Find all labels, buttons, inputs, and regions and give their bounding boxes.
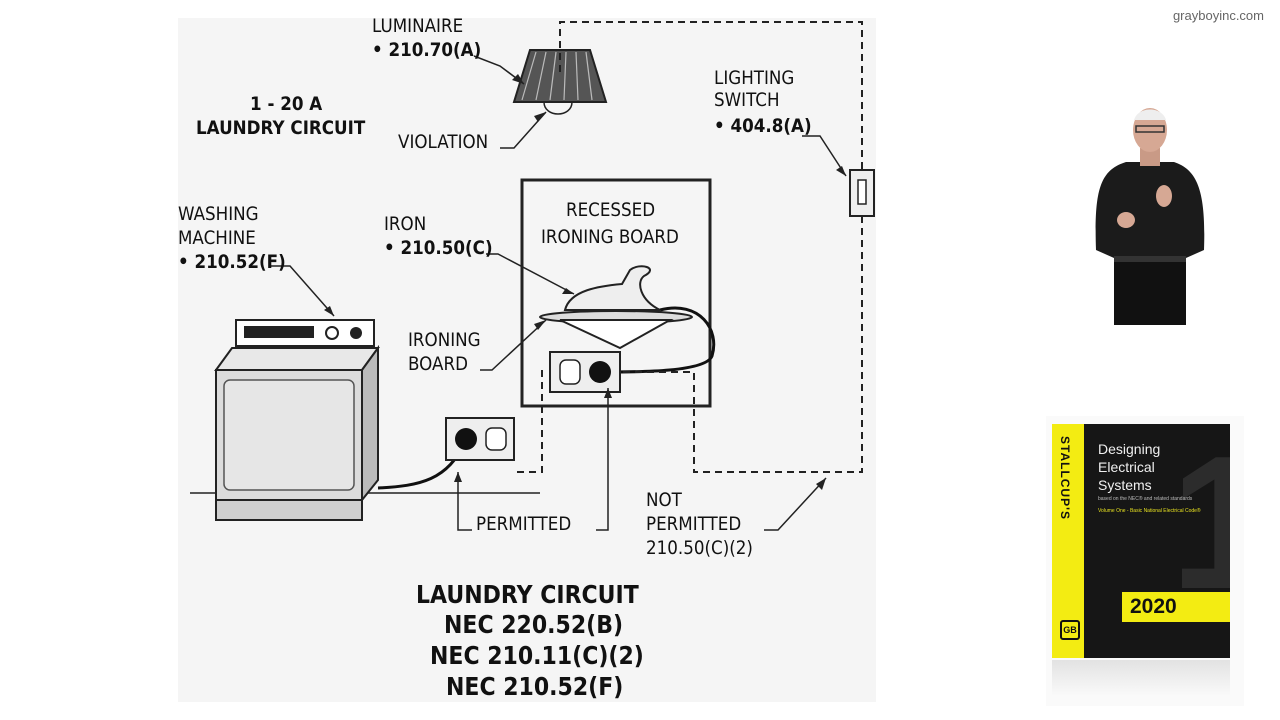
ironing-board-label: IRONING	[408, 329, 481, 351]
circuit-title: LAUNDRY CIRCUIT	[196, 117, 366, 139]
washing-machine-icon	[214, 319, 380, 521]
book-title-line-2: Electrical	[1098, 459, 1155, 475]
not-permitted-label-2: PERMITTED	[646, 513, 742, 535]
lighting-switch-code: • 404.8(A)	[714, 115, 812, 137]
book-volume: Volume One - Basic National Electrical C…	[1098, 508, 1201, 514]
footer-code-3: NEC 210.52(F)	[446, 672, 624, 701]
ironing-board-icon	[539, 310, 693, 350]
washing-label-2: MACHINE	[178, 227, 256, 249]
receptacle-icon	[549, 351, 621, 393]
iron-code: • 210.50(C)	[384, 237, 493, 259]
arrowheads	[324, 74, 846, 490]
luminaire-code: • 210.70(A)	[372, 39, 482, 61]
iron-cord	[605, 306, 716, 374]
iron-label: IRON	[384, 213, 427, 235]
recessed-label-2: IRONING BOARD	[541, 226, 679, 248]
book-spine-text: STALLCUP'S	[1058, 436, 1072, 520]
book-spine: STALLCUP'S GB	[1052, 424, 1084, 658]
not-permitted-code: 210.50(C)(2)	[646, 537, 753, 559]
permitted-label: PERMITTED	[476, 513, 572, 535]
leader-lines	[270, 55, 847, 531]
switch-icon	[849, 169, 875, 217]
book-title: Designing Electrical Systems	[1098, 440, 1160, 494]
circuit-rating: 1 - 20 A	[250, 93, 323, 115]
not-permitted-label: NOT	[646, 489, 682, 511]
recessed-box	[520, 178, 712, 408]
footer-code-1: NEC 220.52(B)	[444, 610, 624, 639]
washing-label: WASHING	[178, 203, 259, 225]
violation-label: VIOLATION	[398, 131, 489, 153]
book-subtitle: based on the NEC® and related standards	[1098, 496, 1193, 502]
book-reflection	[1052, 660, 1230, 696]
lighting-switch-label-2: SWITCH	[714, 89, 780, 111]
book-year: 2020	[1122, 592, 1230, 622]
luminaire-label: LUMINAIRE	[372, 15, 464, 37]
watermark: grayboyinc.com	[1172, 8, 1264, 23]
publisher-logo-icon: GB	[1060, 620, 1080, 640]
interpreter-video	[1095, 108, 1205, 325]
footer-code-2: NEC 210.11(C)(2)	[430, 641, 644, 670]
footer-title: LAUNDRY CIRCUIT	[416, 580, 639, 609]
volume-numeral: 1	[1170, 424, 1230, 629]
receptacle-icon	[445, 417, 515, 461]
lighting-switch-label: LIGHTING	[714, 67, 795, 89]
luminaire-icon	[512, 49, 608, 115]
book-title-line-3: Systems	[1098, 477, 1152, 493]
book-cover: 1 STALLCUP'S GB Designing Electrical Sys…	[1052, 424, 1230, 658]
recessed-label: RECESSED	[566, 199, 656, 221]
washing-code: • 210.52(F)	[178, 251, 286, 273]
dashed-wiring	[514, 21, 863, 473]
iron-icon	[563, 265, 661, 311]
book-title-line-1: Designing	[1098, 441, 1161, 457]
ironing-board-label-2: BOARD	[408, 353, 468, 375]
